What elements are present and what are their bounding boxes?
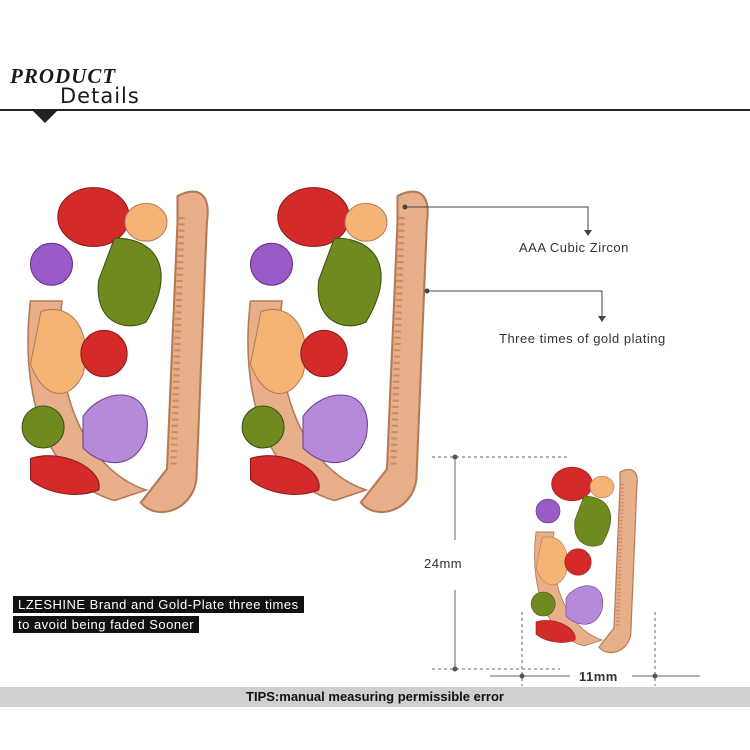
dimension-width-label: 11mm xyxy=(579,669,618,684)
header-details: Details xyxy=(60,84,140,108)
dimension-height-label: 24mm xyxy=(424,556,463,571)
caption-line-1: LZESHINE Brand and Gold-Plate three time… xyxy=(13,596,304,613)
earring-measured xyxy=(529,465,640,655)
annotation-stone: AAA Cubic Zircon xyxy=(519,240,629,255)
earring-left xyxy=(22,188,208,512)
callout-lines xyxy=(405,206,603,318)
caption-line-2: to avoid being faded Sooner xyxy=(13,616,200,633)
header-pointer-icon xyxy=(33,111,57,123)
tips-text: TIPS:manual measuring permissible error xyxy=(246,689,504,704)
annotation-plating: Three times of gold plating xyxy=(499,331,666,346)
earring-right xyxy=(242,188,428,512)
tips-bar xyxy=(0,687,750,707)
header-product: PRODUCT xyxy=(10,64,117,88)
header-divider xyxy=(0,109,750,111)
